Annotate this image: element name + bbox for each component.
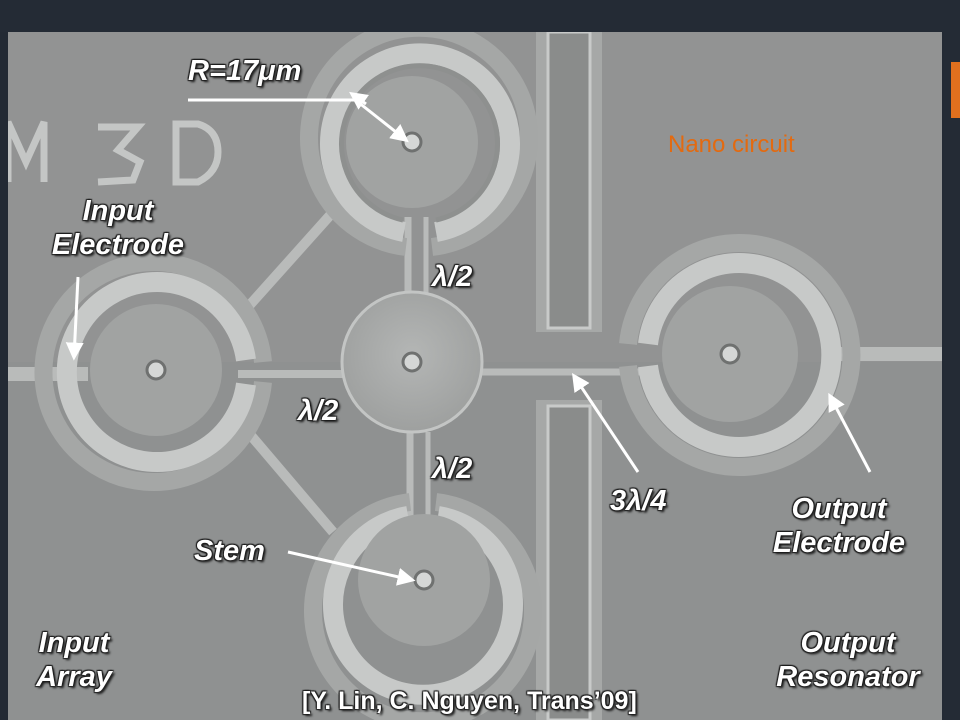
- output-resonator-label-line1: Output: [800, 627, 896, 659]
- input-electrode-label: Input Electrode: [38, 194, 198, 262]
- lambda-half-left-label: λ/2: [298, 395, 339, 427]
- citation-label: [Y. Lin, C. Nguyen, Trans’09]: [302, 687, 637, 715]
- lambda-half-bottom-label: λ/2: [432, 453, 473, 485]
- output-ring-resonator: [619, 234, 861, 476]
- vertical-electrode-bottom: [536, 400, 602, 720]
- resonator-array-image: [8, 32, 942, 720]
- annotation-arrows: [65, 91, 872, 586]
- input-array-label-line1: Input: [38, 627, 110, 659]
- input-electrode-label-line2: Electrode: [51, 229, 185, 261]
- sem-micrograph: R=17μm Input Electrode λ/2 λ/2 λ/2 3λ/4 …: [8, 32, 942, 720]
- lambda-half-top-label: λ/2: [432, 261, 473, 293]
- output-electrode-label-line2: Electrode: [772, 527, 906, 559]
- center-disk: [340, 290, 484, 434]
- nano-circuit-label: Nano circuit: [668, 131, 795, 158]
- stem-label: Stem: [194, 535, 265, 567]
- radius-label: R=17μm: [188, 55, 302, 87]
- top-ring-resonator: [300, 32, 538, 256]
- output-electrode-label-line1: Output: [791, 493, 887, 525]
- accent-tab: [951, 62, 960, 118]
- input-array-label: Input Array: [14, 626, 134, 694]
- top-bar: [0, 0, 960, 32]
- input-electrode-label-line1: Input: [82, 195, 154, 227]
- input-array-label-line2: Array: [36, 661, 112, 693]
- right-frame-bar: [944, 32, 960, 720]
- etched-mark: [8, 120, 222, 186]
- output-resonator-label: Output Resonator: [760, 626, 936, 694]
- vertical-electrode-top: [536, 32, 602, 332]
- input-ring-resonator: [34, 253, 272, 491]
- three-quarter-lambda-label: 3λ/4: [610, 485, 667, 517]
- output-resonator-label-line2: Resonator: [776, 661, 920, 693]
- output-electrode-label: Output Electrode: [744, 492, 934, 560]
